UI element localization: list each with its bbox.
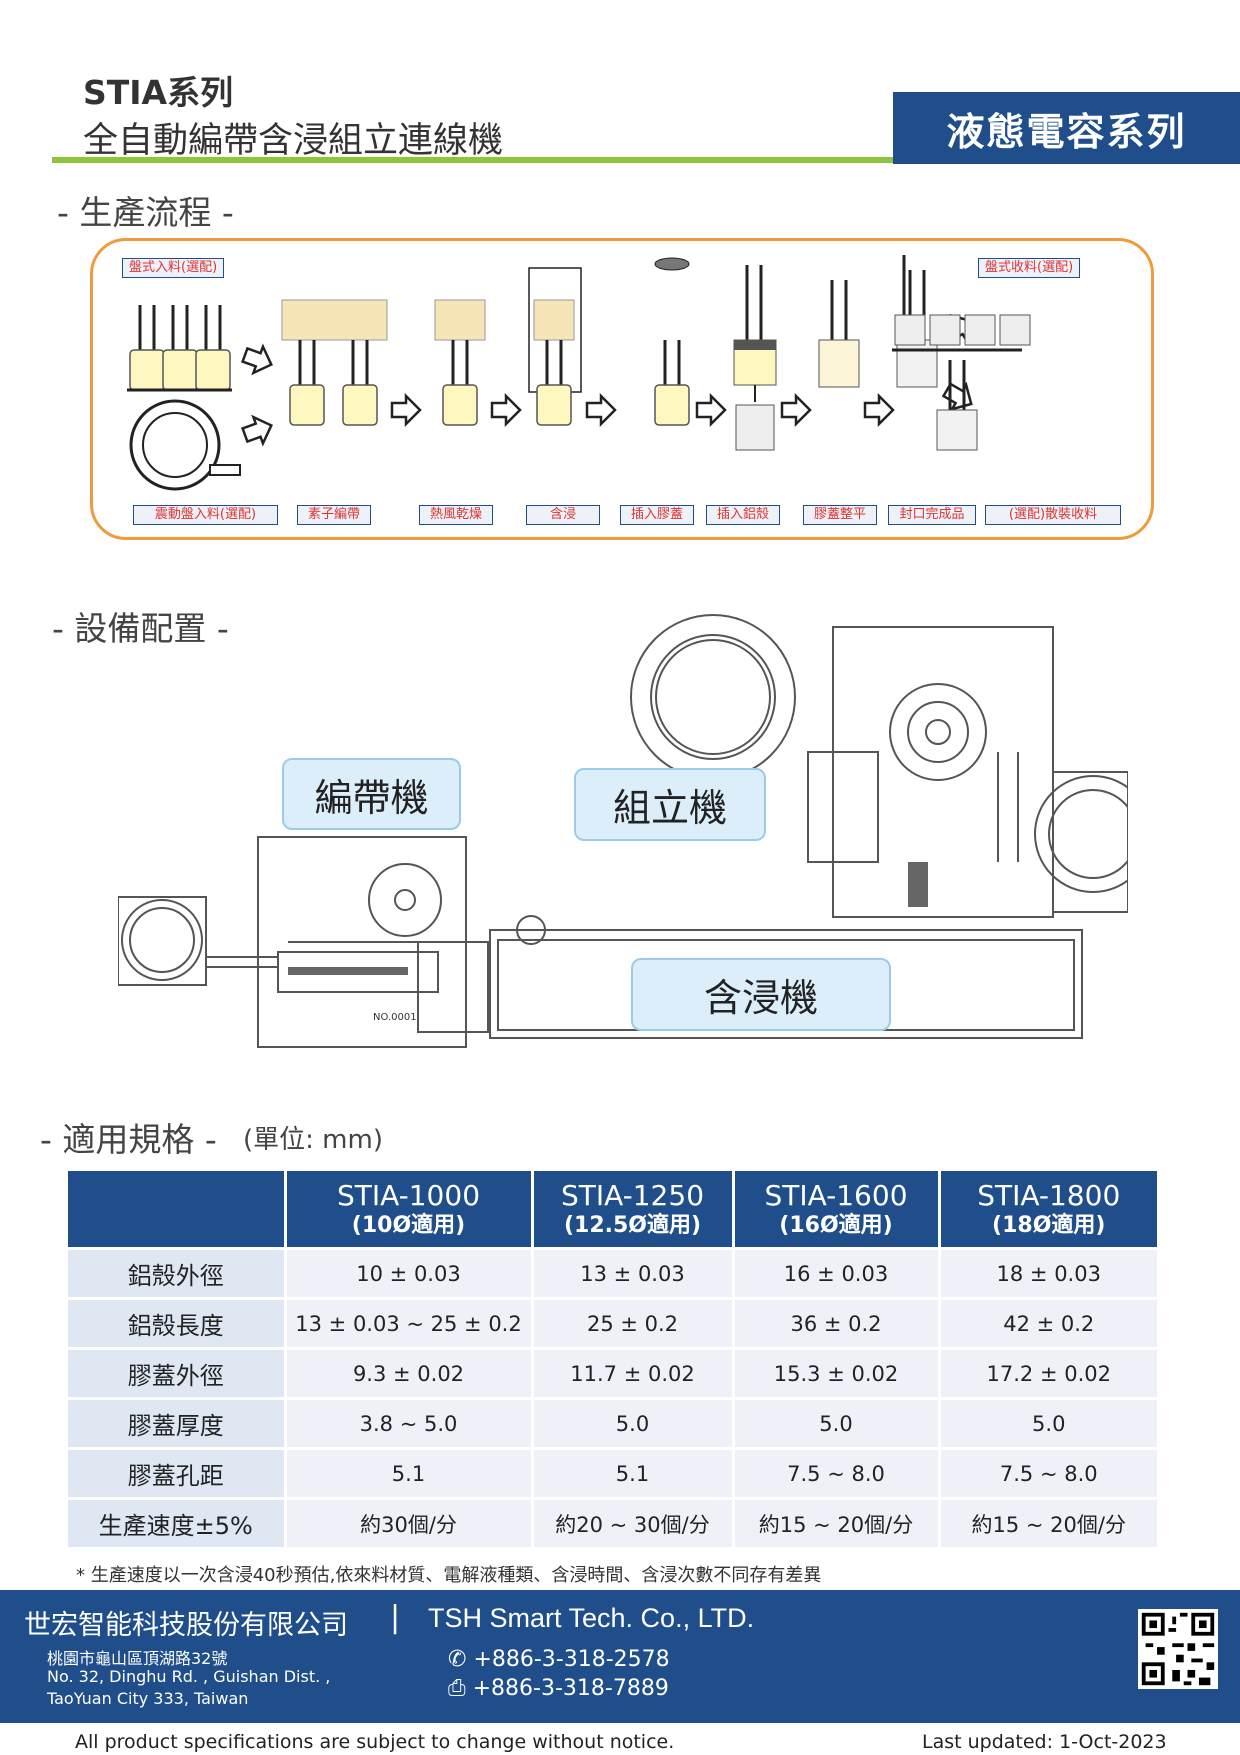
header-blank <box>68 1171 285 1249</box>
table-cell: 15.3 ± 0.02 <box>731 1347 939 1399</box>
spec-section-heading: - 適用規格 - <box>40 1120 217 1159</box>
row-label: 生產速度±5% <box>68 1497 285 1547</box>
table-cell: 17.2 ± 0.02 <box>937 1347 1157 1399</box>
table-cell: 3.8 ~ 5.0 <box>283 1397 532 1449</box>
table-row: 膠蓋外徑 9.3 ± 0.02 11.7 ± 0.02 15.3 ± 0.02 … <box>68 1347 1157 1399</box>
table-row: 鋁殼外徑 10 ± 0.03 13 ± 0.03 16 ± 0.03 18 ± … <box>68 1247 1157 1299</box>
flow-step-7: 膠蓋整平 <box>803 505 877 525</box>
flow-tag-tray-output: 盤式收料(選配) <box>978 258 1081 278</box>
fax-line: ⎙ +886-3-318-7889 <box>448 1676 669 1701</box>
equipment-section-heading: - 設備配置 - <box>52 609 229 648</box>
process-flow-panel <box>90 238 1154 540</box>
flow-step-3: 熱風乾燥 <box>419 505 493 525</box>
table-cell: 16 ± 0.03 <box>731 1247 939 1299</box>
vibratory-bowl <box>129 399 241 491</box>
flow-step-4: 含浸 <box>526 505 600 525</box>
flow-step-9: (選配)散裝收料 <box>985 505 1121 525</box>
table-row: 鋁殼長度 13 ± 0.03 ~ 25 ± 0.2 25 ± 0.2 36 ± … <box>68 1297 1157 1349</box>
table-cell: 5.0 <box>937 1397 1157 1449</box>
disclaimer: All product specifications are subject t… <box>75 1731 675 1753</box>
table-row: 生產速度±5% 約30個/分 約20 ~ 30個/分 約15 ~ 20個/分 約… <box>68 1497 1157 1547</box>
flow-step-5: 插入膠蓋 <box>620 505 694 525</box>
process-flow-diagram <box>127 255 1031 491</box>
table-cell: 5.0 <box>530 1397 733 1449</box>
address-en-line1: No. 32, Dinghu Rd. , Guishan Dist. , <box>47 1667 331 1686</box>
table-cell: 10 ± 0.03 <box>283 1247 532 1299</box>
table-cell: 9.3 ± 0.02 <box>283 1347 532 1399</box>
table-cell: 7.5 ~ 8.0 <box>937 1447 1157 1499</box>
table-cell: 13 ± 0.03 ~ 25 ± 0.2 <box>283 1297 532 1349</box>
phone-icon: ✆ <box>448 1647 467 1672</box>
company-name-zh: 世宏智能科技股份有限公司 <box>24 1610 348 1641</box>
callout-assembly-machine: 組立機 <box>574 768 766 841</box>
table-cell: 18 ± 0.03 <box>937 1247 1157 1299</box>
table-cell: 7.5 ~ 8.0 <box>731 1447 939 1499</box>
company-name-en: TSH Smart Tech. Co., LTD. <box>428 1603 755 1633</box>
table-cell: 42 ± 0.2 <box>937 1297 1157 1349</box>
row-label: 鋁殼長度 <box>68 1297 285 1349</box>
header-model: STIA-1250(12.5Ø適用) <box>530 1171 733 1249</box>
table-cell: 36 ± 0.2 <box>731 1297 939 1349</box>
spec-table: STIA-1000(10Ø適用) STIA-1250(12.5Ø適用) STIA… <box>68 1171 1157 1547</box>
header-model: STIA-1600(16Ø適用) <box>731 1171 939 1249</box>
header-divider <box>52 157 902 163</box>
page-title: 全自動編帶含浸組立連線機 <box>83 121 504 161</box>
table-cell: 約20 ~ 30個/分 <box>530 1497 733 1547</box>
table-header-row: STIA-1000(10Ø適用) STIA-1250(12.5Ø適用) STIA… <box>68 1171 1157 1249</box>
spec-unit-note: (單位: mm) <box>243 1125 383 1155</box>
company-footer: 世宏智能科技股份有限公司 | TSH Smart Tech. Co., LTD.… <box>0 1590 1240 1723</box>
flow-section-heading: - 生產流程 - <box>57 193 234 232</box>
table-cell: 25 ± 0.2 <box>530 1297 733 1349</box>
flow-step-2: 素子編帶 <box>297 505 371 525</box>
series-badge: 液態電容系列 <box>893 92 1240 164</box>
callout-impregnation-machine: 含浸機 <box>631 958 891 1031</box>
speed-footnote: * 生產速度以一次含浸40秒預估,依來料材質、電解液種類、含浸時間、含浸次數不同… <box>76 1565 822 1586</box>
footer-separator: | <box>390 1600 401 1635</box>
series-title: STIA系列 <box>83 73 234 112</box>
fax-number: +886-3-318-7889 <box>472 1676 669 1701</box>
row-label: 膠蓋厚度 <box>68 1397 285 1449</box>
header-model: STIA-1800(18Ø適用) <box>937 1171 1157 1249</box>
last-updated: Last updated: 1-Oct-2023 <box>922 1731 1167 1753</box>
machine-plate-label: NO.0001 <box>373 1012 417 1023</box>
table-cell: 約15 ~ 20個/分 <box>937 1497 1157 1547</box>
input-tray-caps <box>127 303 232 392</box>
table-row: 膠蓋厚度 3.8 ~ 5.0 5.0 5.0 5.0 <box>68 1397 1157 1449</box>
table-cell: 約30個/分 <box>283 1497 532 1547</box>
equipment-layout-drawing: NO.0001 <box>118 614 1128 1048</box>
qr-code-icon <box>1138 1609 1218 1689</box>
row-label: 膠蓋孔距 <box>68 1447 285 1499</box>
table-cell: 5.0 <box>731 1397 939 1449</box>
table-cell: 約15 ~ 20個/分 <box>731 1497 939 1547</box>
flow-tag-tray-input: 盤式入料(選配) <box>122 258 225 278</box>
flow-step-6: 插入鋁殼 <box>706 505 780 525</box>
flow-step-1: 震動盤入料(選配) <box>133 505 278 525</box>
table-cell: 5.1 <box>530 1447 733 1499</box>
table-cell: 11.7 ± 0.02 <box>530 1347 733 1399</box>
address-zh: 桃園市龜山區頂湖路32號 <box>47 1649 228 1668</box>
header-model: STIA-1000(10Ø適用) <box>283 1171 532 1249</box>
callout-taping-machine: 編帶機 <box>282 758 461 830</box>
row-label: 鋁殼外徑 <box>68 1247 285 1299</box>
phone-number: +886-3-318-2578 <box>473 1647 670 1672</box>
row-label: 膠蓋外徑 <box>68 1347 285 1399</box>
flow-step-8: 封口完成品 <box>888 505 976 525</box>
table-row: 膠蓋孔距 5.1 5.1 7.5 ~ 8.0 7.5 ~ 8.0 <box>68 1447 1157 1499</box>
address-en-line2: TaoYuan City 333, Taiwan <box>47 1689 249 1708</box>
fax-icon: ⎙ <box>448 1676 466 1701</box>
table-cell: 13 ± 0.03 <box>530 1247 733 1299</box>
table-cell: 5.1 <box>283 1447 532 1499</box>
phone-line: ✆ +886-3-318-2578 <box>448 1647 670 1672</box>
output-tray-caps <box>892 255 1031 352</box>
